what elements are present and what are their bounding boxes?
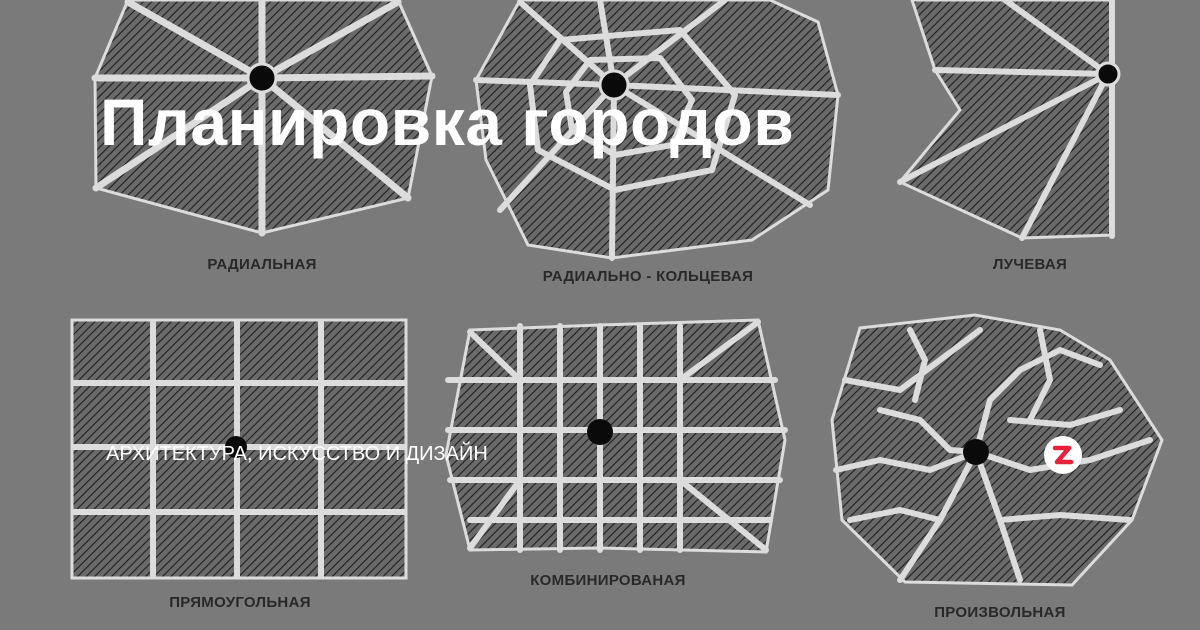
caption-rectangular: ПРЯМОУГОЛЬНАЯ (169, 594, 311, 611)
radial-plan (91, 0, 436, 237)
radial-center (246, 62, 278, 94)
channel-subtitle: АРХИТЕКТУРА, ИСКУССТВО И ДИЗАЙН (106, 443, 488, 465)
combined-center (587, 419, 613, 445)
radial-streets (91, 0, 436, 237)
arbitrary-center (963, 439, 989, 465)
radial-ring-center (598, 69, 630, 101)
zen-logo-icon[interactable] (1043, 435, 1083, 475)
combined-streets (445, 319, 788, 553)
combined-plan (444, 318, 788, 554)
ray-center (1095, 61, 1121, 87)
ray-streets (897, 0, 1115, 241)
page-title: Планировка городов (100, 85, 795, 159)
ray-outline (897, 0, 1114, 240)
rectangular-plan (70, 318, 408, 580)
caption-radial-ring: РАДИАЛЬНО - КОЛЬЦЕВАЯ (542, 268, 754, 285)
caption-combined: КОМБИНИРОВАНАЯ (530, 572, 686, 589)
rectangular-center (225, 436, 247, 458)
arbitrary-plan (830, 313, 1164, 587)
caption-radial: РАДИАЛЬНАЯ (207, 256, 317, 273)
radial-ring-plan (473, 0, 841, 261)
radial-ring-outline (474, 0, 840, 260)
ray-plan (897, 0, 1121, 241)
caption-arbitrary: ПРОИЗВОЛЬНАЯ (934, 604, 1066, 621)
caption-ray: ЛУЧЕВАЯ (992, 256, 1068, 273)
radial-ring-streets (473, 0, 841, 261)
